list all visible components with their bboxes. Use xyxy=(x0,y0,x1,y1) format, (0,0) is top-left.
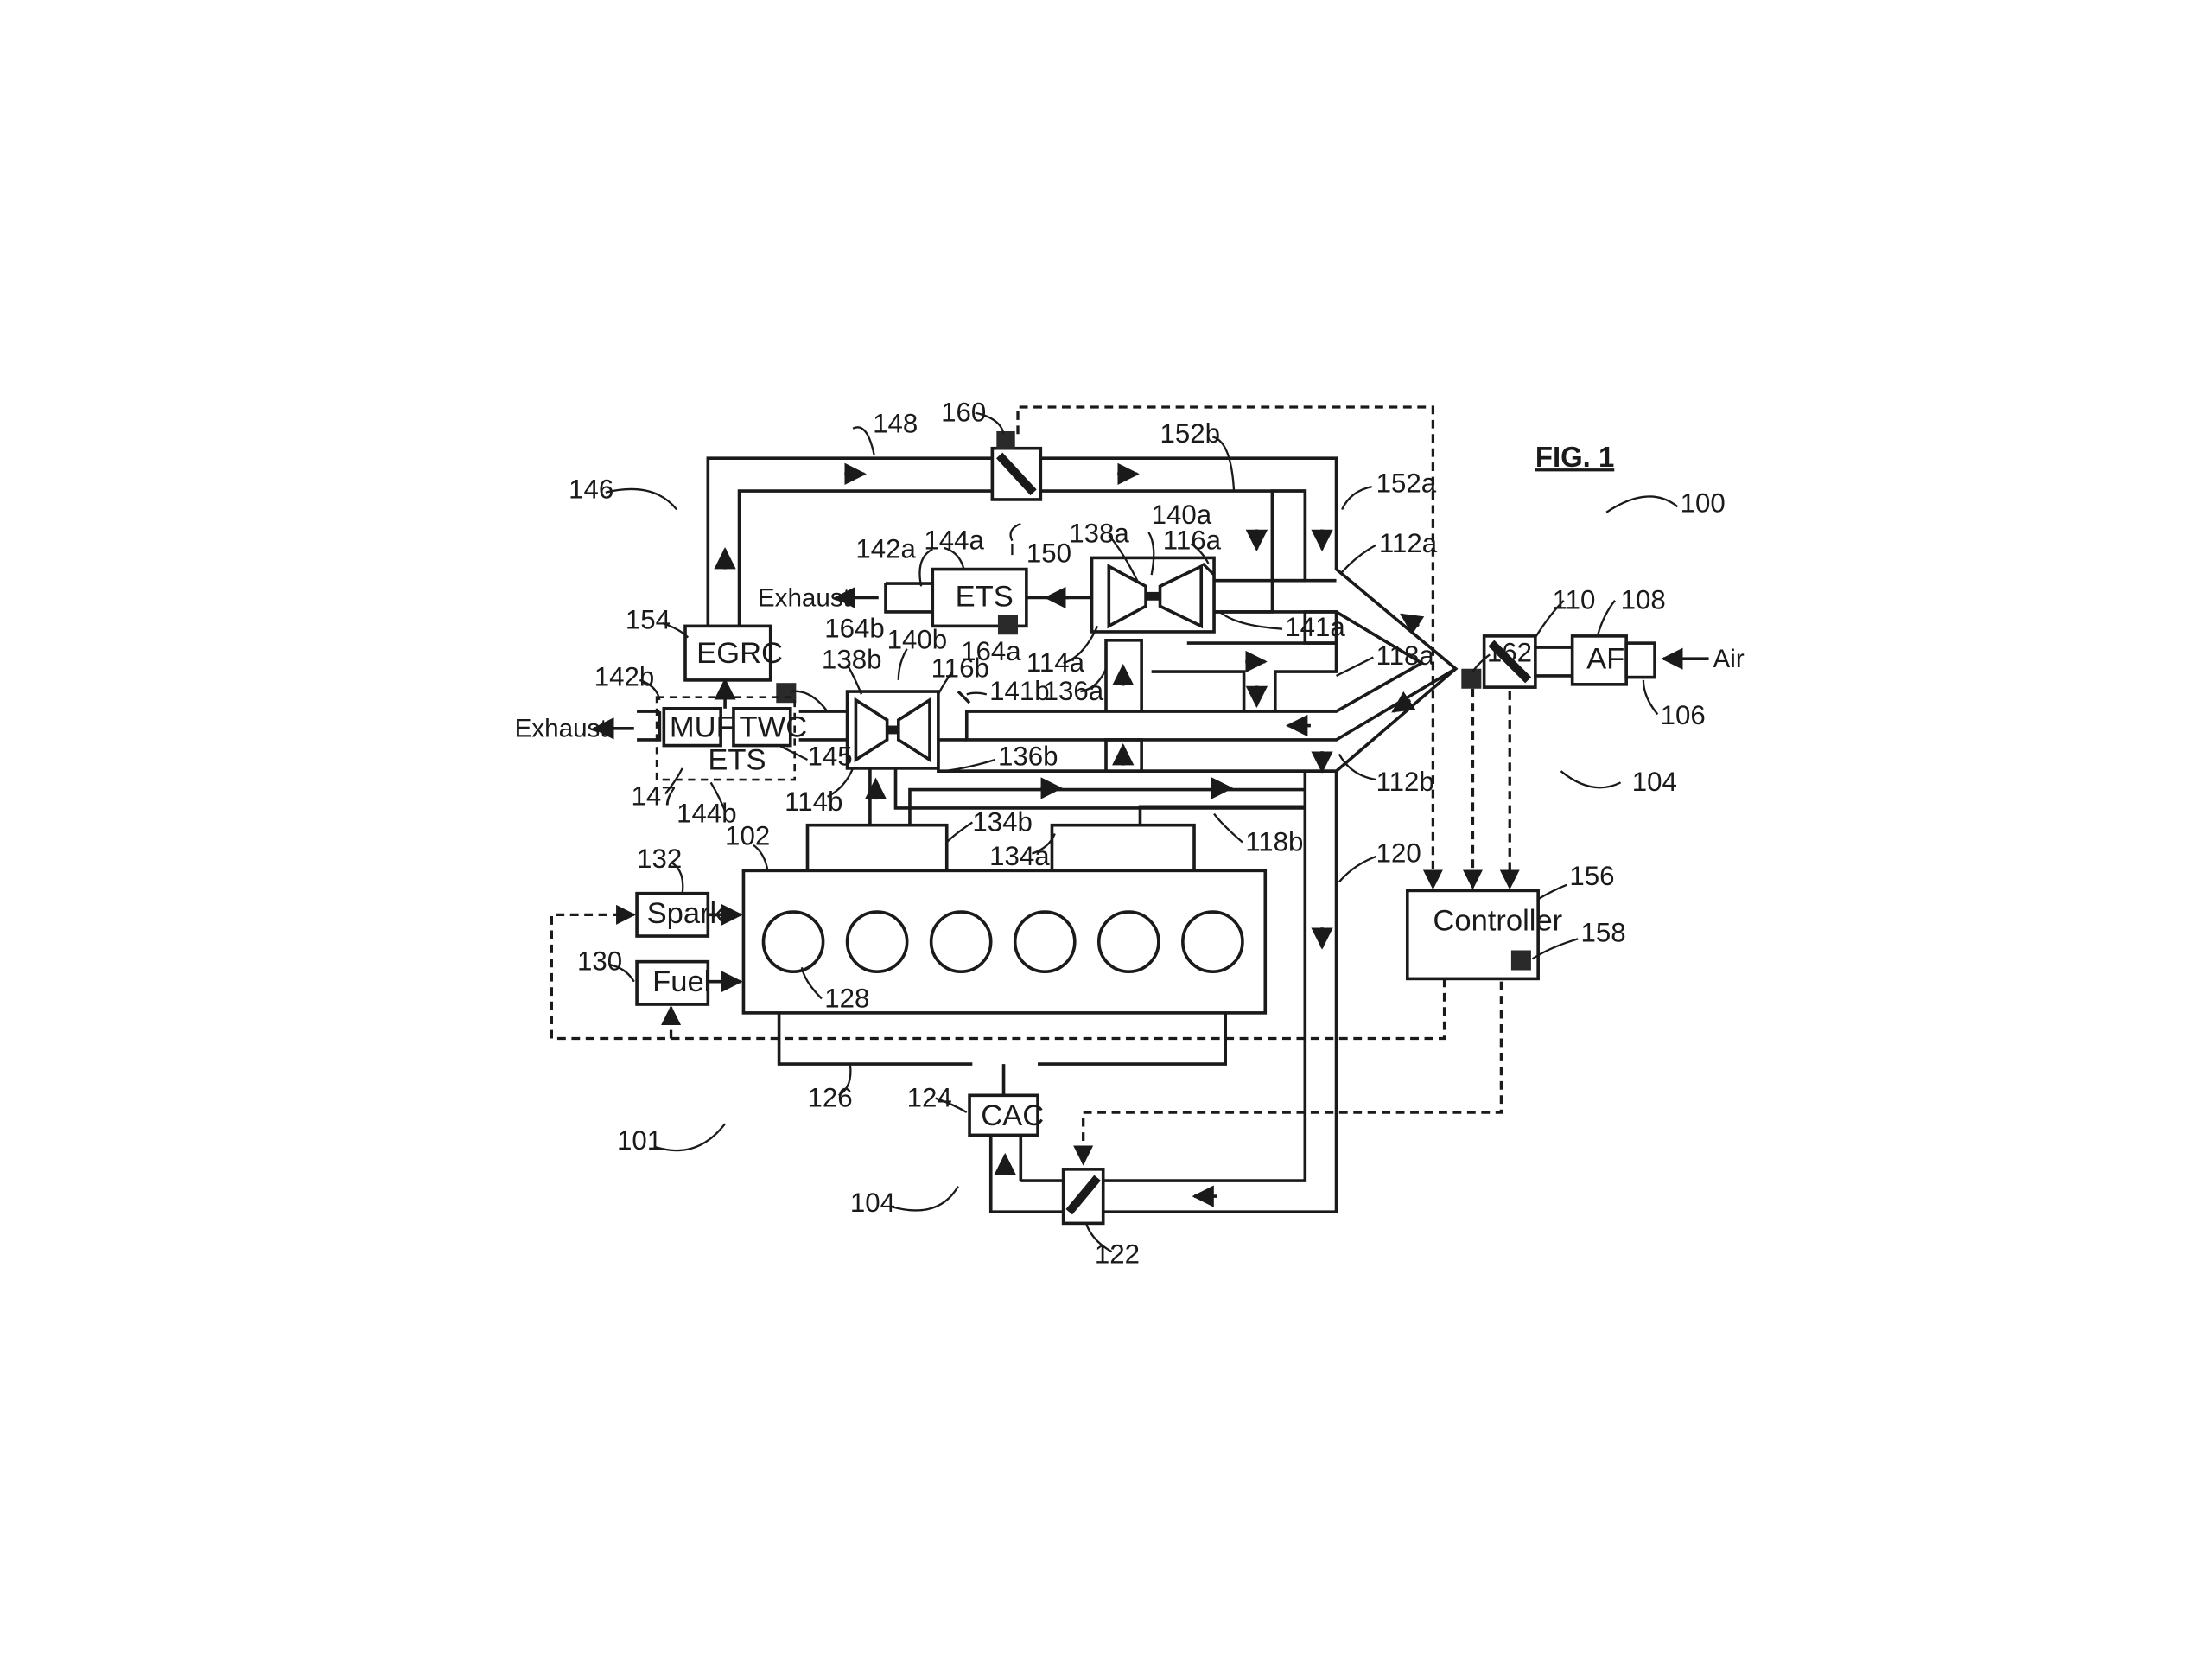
ref-134b: 134b xyxy=(972,806,1033,837)
ref-136a: 136a xyxy=(1044,676,1104,706)
ref-144b: 144b xyxy=(677,798,737,828)
ref-140a: 140a xyxy=(1152,500,1212,530)
exhaust-b-label: Exhaust xyxy=(515,715,608,743)
figure-title: FIG. 1 xyxy=(1535,441,1614,473)
ets-a-label: ETS xyxy=(956,580,1014,613)
ref-102: 102 xyxy=(725,821,770,851)
ref-108: 108 xyxy=(1621,585,1666,615)
ref-164a: 164a xyxy=(961,636,1021,666)
cac-box: CAC xyxy=(968,1093,1044,1137)
ref-120: 120 xyxy=(1376,838,1421,868)
ref-101: 101 xyxy=(617,1125,662,1156)
sensor-164b-square xyxy=(776,683,797,704)
ref-150: 150 xyxy=(1027,538,1071,568)
ref-122: 122 xyxy=(1095,1239,1140,1269)
sensor-164a-square xyxy=(997,615,1018,635)
ref-110: 110 xyxy=(1553,585,1596,615)
ref-138b: 138b xyxy=(822,645,882,675)
ref-152b: 152b xyxy=(1160,418,1221,449)
reference-numerals: 100 146 101 104 104 148 160 152b 152a 11… xyxy=(569,397,1726,1269)
ref-104-right: 104 xyxy=(1632,767,1677,797)
ref-126: 126 xyxy=(807,1082,852,1112)
egrc-label: EGRC xyxy=(696,637,783,670)
ref-138a: 138a xyxy=(1069,518,1129,548)
ref-156: 156 xyxy=(1569,861,1614,891)
throttle-122[interactable] xyxy=(1061,1168,1105,1226)
turbocharger-138a xyxy=(1090,556,1216,634)
ref-142b: 142b xyxy=(594,661,655,691)
ref-114b: 114b xyxy=(785,787,842,817)
ref-132: 132 xyxy=(637,844,682,874)
ref-106: 106 xyxy=(1661,700,1706,730)
ets-b-group: MUF TWC ETS xyxy=(655,678,808,781)
ref-118a: 118a xyxy=(1376,640,1435,671)
leader-lines xyxy=(605,411,1679,1253)
ref-158: 158 xyxy=(1581,918,1626,948)
egr-passage-148 xyxy=(706,456,1459,773)
af-label: AF xyxy=(1586,643,1624,676)
controller-label: Controller xyxy=(1433,904,1562,937)
turbocharger-138b xyxy=(845,690,971,770)
ref-140b: 140b xyxy=(887,625,948,655)
ref-100: 100 xyxy=(1681,488,1726,519)
manifolds xyxy=(777,787,1306,1096)
ref-164b: 164b xyxy=(824,614,885,644)
ets-a: ETS xyxy=(931,567,1028,635)
cac-label: CAC xyxy=(981,1099,1044,1132)
throttle-110[interactable] xyxy=(1461,634,1537,689)
twc-label: TWC xyxy=(740,711,808,744)
air-label: Air xyxy=(1713,645,1745,673)
sensor-162-square xyxy=(1461,668,1482,689)
spark-box: Spark xyxy=(635,891,743,938)
intake-passages-112 xyxy=(937,578,1457,773)
ref-136b: 136b xyxy=(998,742,1058,772)
ref-116a: 116a xyxy=(1163,525,1222,556)
ref-145: 145 xyxy=(807,742,852,772)
ets-b-label: ETS xyxy=(708,744,766,777)
ref-128: 128 xyxy=(824,983,869,1013)
ref-146: 146 xyxy=(569,474,613,504)
ref-162: 162 xyxy=(1487,638,1532,668)
ref-130: 130 xyxy=(577,946,622,977)
engine-102 xyxy=(741,869,1268,1015)
ref-148: 148 xyxy=(873,409,918,439)
ref-116b: 116b xyxy=(931,653,989,684)
ref-124: 124 xyxy=(907,1082,952,1112)
ref-112b: 112b xyxy=(1376,767,1434,797)
memory-158-square xyxy=(1510,950,1531,971)
muf-label: MUF xyxy=(670,711,734,744)
charge-air-pipe-120 xyxy=(988,771,1338,1214)
ref-118b: 118b xyxy=(1245,826,1303,857)
ref-134a: 134a xyxy=(989,841,1050,871)
ref-114a: 114a xyxy=(1027,647,1085,678)
egrc-box: EGRC xyxy=(683,624,797,704)
ref-147: 147 xyxy=(631,781,676,812)
air-filter: AF xyxy=(1535,634,1656,686)
ref-160: 160 xyxy=(941,397,986,427)
ref-142a: 142a xyxy=(855,533,916,564)
exhaust-a-label: Exhaust xyxy=(758,583,851,612)
control-signals xyxy=(550,405,1520,1166)
ref-154: 154 xyxy=(626,605,671,635)
ref-112a: 112a xyxy=(1379,528,1438,558)
ref-152a: 152a xyxy=(1376,468,1437,499)
ref-104-bottom: 104 xyxy=(850,1188,895,1218)
ref-141b: 141b xyxy=(989,676,1050,706)
actuator-160-square xyxy=(996,430,1015,450)
ref-144a: 144a xyxy=(924,525,984,556)
ref-141a: 141a xyxy=(1285,612,1345,642)
controller-box: Controller xyxy=(1405,889,1562,981)
fuel-box: Fuel xyxy=(635,959,743,1006)
flow-arrows xyxy=(592,462,1709,1207)
egr-valve-150[interactable] xyxy=(990,430,1043,501)
fuel-label: Fuel xyxy=(652,965,710,998)
